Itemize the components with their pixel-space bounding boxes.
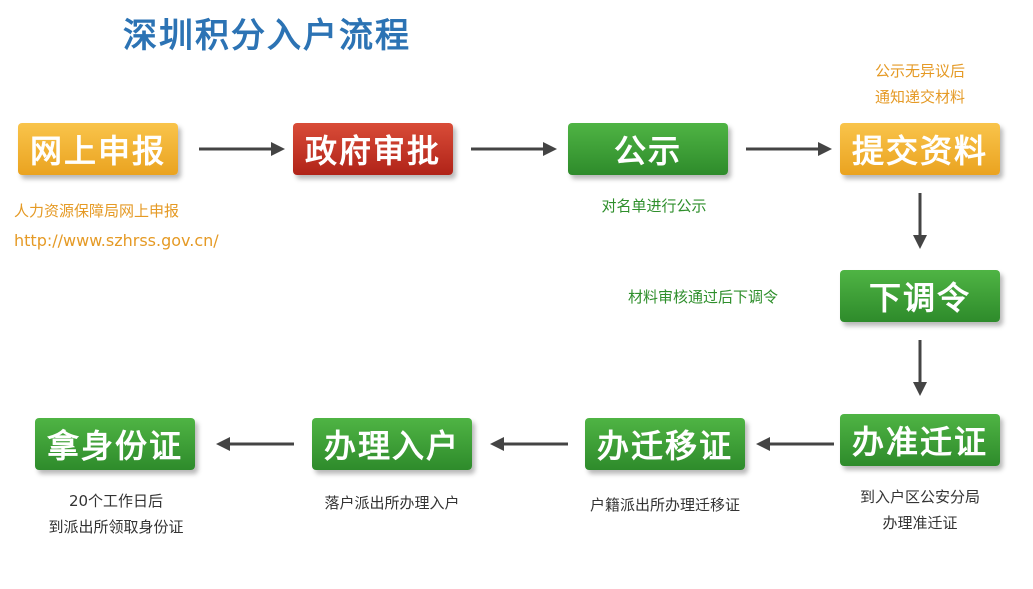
note-line: 20个工作日后 [68,492,164,510]
note-online-application: 人力资源保障局网上申报 [14,198,179,224]
arrow-right-2 [471,142,557,156]
website-link[interactable]: http://www.szhrss.gov.cn/ [14,231,219,250]
note-line: 公示无异议后 [874,62,965,80]
arrow-left-1 [756,437,834,451]
step-submit-materials: 提交资料 [840,123,1000,175]
step-issue-transfer-order: 下调令 [840,270,1000,322]
note-relocation-permit: 到入户区公安分局 办理准迁证 [835,484,1005,536]
step-migration-certificate: 办迁移证 [585,418,745,470]
page-title: 深圳积分入户流程 [123,16,411,56]
step-government-approval: 政府审批 [293,123,453,175]
note-line: 人力资源保障局网上申报 [14,202,180,220]
note-public-notice: 对名单进行公示 [601,197,707,215]
note-migration-certificate: 户籍派出所办理迁移证 [589,496,740,514]
note-line: 到入户区公安分局 [859,488,980,506]
arrow-right-3 [746,142,832,156]
step-household-registration: 办理入户 [312,418,472,470]
arrow-left-2 [490,437,568,451]
note-submit-materials: 公示无异议后 通知递交材料 [840,58,1000,110]
step-public-notice: 公示 [568,123,728,175]
arrow-down-2 [913,340,927,396]
note-line: 办理准迁证 [882,514,958,532]
step-collect-id-card: 拿身份证 [35,418,195,470]
step-online-application: 网上申报 [18,123,178,175]
arrow-left-3 [216,437,294,451]
note-collect-id-card: 20个工作日后 到派出所领取身份证 [18,488,214,540]
note-website-link[interactable]: http://www.szhrss.gov.cn/ [14,228,219,254]
arrow-right-1 [199,142,285,156]
note-household-registration: 落户派出所办理入户 [324,494,460,512]
note-line: 到派出所领取身份证 [48,518,184,536]
arrow-down-1 [913,193,927,249]
step-relocation-permit: 办准迁证 [840,414,1000,466]
note-transfer-order: 材料审核通过后下调令 [628,288,779,306]
note-line: 通知递交材料 [874,88,965,106]
